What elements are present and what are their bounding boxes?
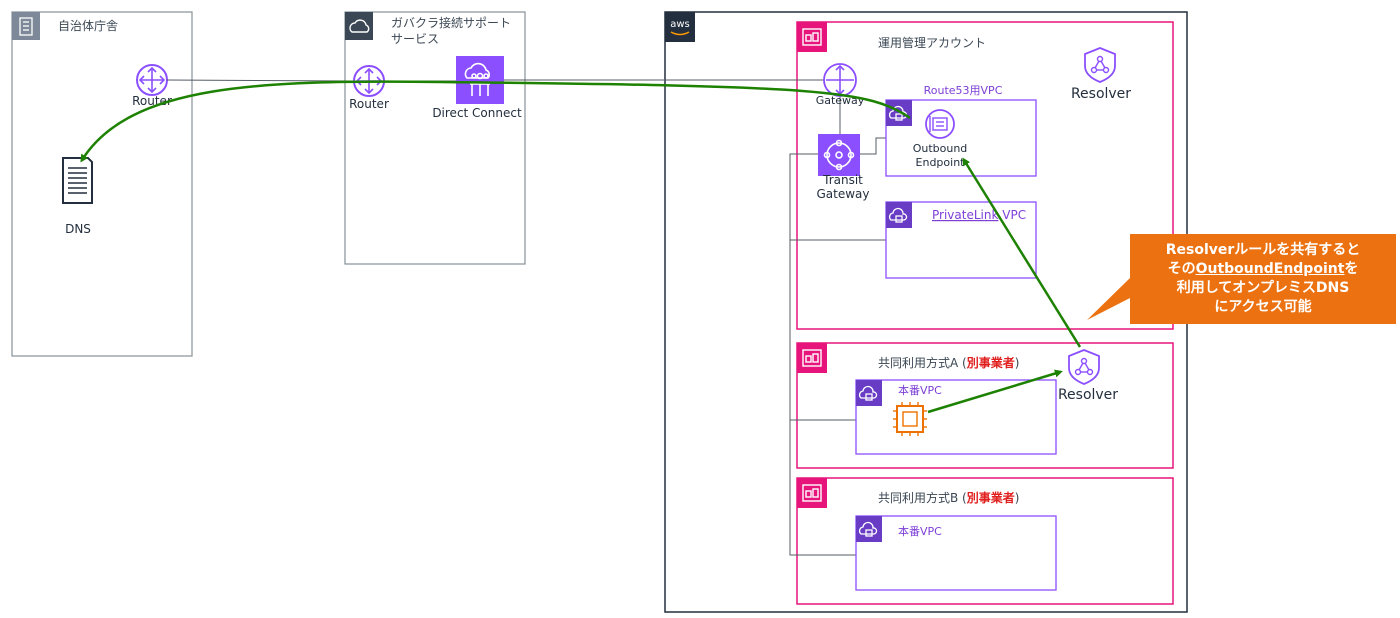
account-icon — [797, 22, 827, 52]
gateway: Gateway — [816, 63, 865, 107]
vpc-privatelink-label: PrivateLink VPC — [932, 208, 1026, 222]
emphasis-other-vendor: 別事業者 — [966, 355, 1015, 370]
outbound-endpoint-label-1: Outbound — [913, 142, 968, 155]
outbound-endpoint-label-2: Endpoint — [916, 156, 966, 169]
callout-line-1: Resolverルールを共有すると — [1165, 242, 1361, 258]
callout-line-2: そのOutboundEndpointを — [1167, 261, 1359, 277]
group-support-service: ガバクラ接続サポート サービス — [344, 11, 526, 265]
callout-line-4: にアクセス可能 — [1214, 299, 1312, 315]
transit-gateway: Transit Gateway — [816, 134, 870, 201]
cloud-icon — [345, 12, 373, 40]
router-support: Router — [349, 65, 389, 111]
resolver-top-label: Resolver — [1071, 86, 1131, 102]
callout-line-3: 利用してオンプレミスDNS — [1176, 280, 1350, 296]
group-label-municipal: 自治体庁舎 — [58, 19, 118, 33]
account-icon — [797, 343, 827, 373]
direct-connect-label: Direct Connect — [432, 106, 522, 120]
resolver-bottom-label: Resolver — [1058, 387, 1118, 403]
emphasis-other-vendor: 別事業者 — [966, 490, 1015, 505]
group-municipal-office: 自治体庁舎 — [11, 11, 193, 357]
callout — [1087, 234, 1396, 324]
dns-label: DNS — [65, 222, 91, 236]
transit-gateway-label-2: Gateway — [816, 187, 869, 201]
network-connections — [166, 79, 886, 556]
account-label-shared-a: 共同利用方式A (別事業者) — [878, 355, 1019, 370]
flow-arrow-ec2-to-resolver — [927, 369, 1063, 414]
direct-connect: Direct Connect — [432, 56, 522, 120]
vpc-route53-label: Route53用VPC — [924, 84, 1003, 97]
resolver-top: Resolver — [1071, 47, 1131, 102]
aws-logo-icon — [665, 12, 695, 42]
resolver-bottom: Resolver — [1058, 349, 1118, 403]
flow-arrow-endpoint-to-dns — [80, 80, 911, 163]
account-icon — [797, 478, 827, 508]
callout-text: Resolverルールを共有すると そのOutboundEndpointを 利用… — [1130, 234, 1396, 324]
account-shared-a: 共同利用方式A (別事業者) — [796, 342, 1174, 469]
outbound-endpoint: Outbound Endpoint — [913, 109, 968, 169]
resolver-icon — [1084, 47, 1116, 83]
callout-shape — [1087, 234, 1396, 324]
ec2-instance — [893, 402, 927, 436]
resolver-icon — [1068, 349, 1100, 385]
router-onprem: Router — [132, 64, 172, 108]
group-label-support-1: ガバクラ接続サポート — [391, 15, 511, 30]
account-ops-management: 運用管理アカウント — [796, 21, 1174, 330]
account-label-ops: 運用管理アカウント — [878, 35, 986, 50]
vpc-prod-b: 本番VPC — [855, 515, 1057, 591]
vpc-privatelink: PrivateLink VPC — [885, 201, 1037, 279]
vpc-prod-b-label: 本番VPC — [898, 524, 942, 538]
transit-gateway-label-1: Transit — [822, 173, 863, 187]
vpc-prod-a: 本番VPC — [855, 379, 1057, 455]
aws-logo-text: aws — [670, 19, 690, 30]
vpc-route53: Route53用VPC — [885, 84, 1037, 177]
dns-query-flow — [80, 80, 1082, 414]
group-aws-cloud: aws — [664, 11, 1188, 613]
dns-server: DNS — [62, 157, 93, 236]
group-label-support-2: サービス — [391, 32, 439, 46]
ec2-chip-icon — [896, 405, 924, 433]
endpoint-icon — [925, 109, 955, 139]
account-shared-b: 共同利用方式B (別事業者) — [796, 477, 1174, 605]
flow-arrow-resolver-to-endpoint — [962, 157, 1082, 348]
callout-link-outbound-endpoint: OutboundEndpoint — [1195, 261, 1345, 277]
account-label-shared-b: 共同利用方式B (別事業者) — [878, 490, 1019, 505]
server-icon — [62, 157, 93, 204]
vpc-prod-a-label: 本番VPC — [898, 383, 942, 397]
router-support-label: Router — [349, 97, 389, 111]
